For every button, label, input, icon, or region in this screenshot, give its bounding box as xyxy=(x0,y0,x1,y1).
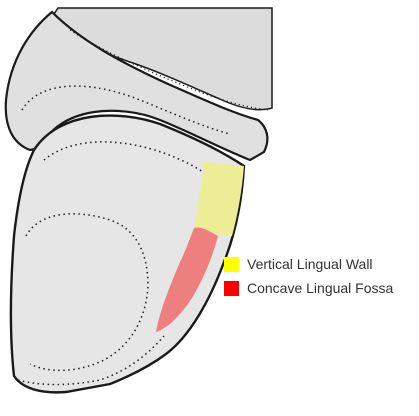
crown-body xyxy=(9,114,246,394)
enamel-band xyxy=(4,10,269,162)
legend: Vertical Lingual Wall Concave Lingual Fo… xyxy=(224,256,393,297)
lower-dotted-contour xyxy=(17,335,165,386)
legend-swatch-yellow xyxy=(224,257,239,272)
concave-lingual-fossa-highlight xyxy=(156,227,218,332)
legend-item-concave-lingual-fossa: Concave Lingual Fossa xyxy=(224,280,393,297)
legend-label: Concave Lingual Fossa xyxy=(247,280,394,296)
vertical-lingual-wall-highlight xyxy=(194,162,244,236)
legend-swatch-red xyxy=(224,281,239,296)
legend-label: Vertical Lingual Wall xyxy=(247,256,373,272)
legend-item-vertical-lingual-wall: Vertical Lingual Wall xyxy=(224,256,393,273)
